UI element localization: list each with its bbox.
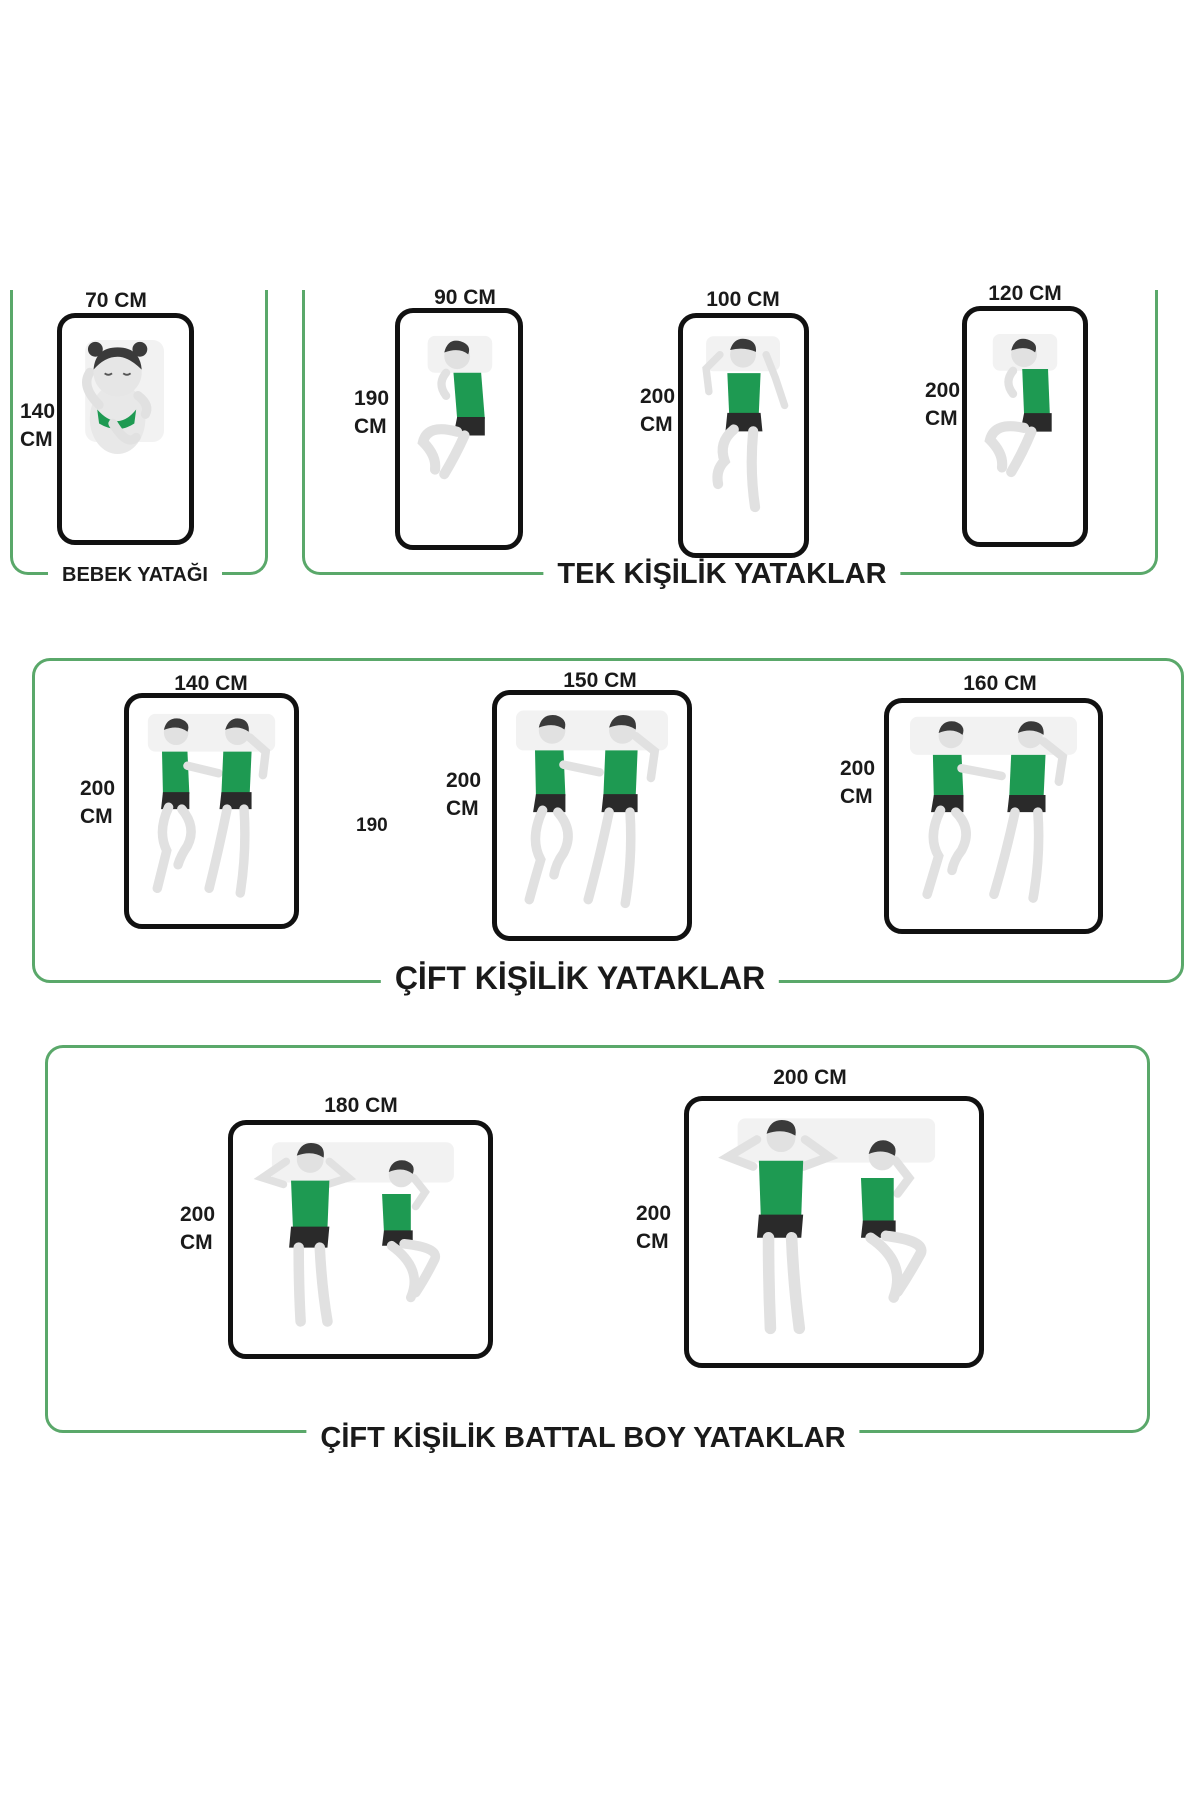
single-100-bed-width: 100 CM [706, 288, 780, 311]
single-120-bed [962, 306, 1088, 547]
single-90-bed-length: 190 CM [354, 387, 390, 439]
stray-190-label: 190 [356, 815, 388, 836]
king-180-bed-length: 200 CM [180, 1203, 216, 1255]
baby-bed-width: 70 CM [85, 289, 147, 312]
king-180-bed [228, 1120, 493, 1359]
double-160-sleepers-illustration [909, 716, 1078, 903]
single-90-bed-width: 90 CM [434, 286, 496, 309]
double-150-bed-width: 150 CM [563, 669, 637, 692]
baby-bed-group-title: BEBEK YATAĞI [48, 565, 222, 585]
single-120-bed-length: 200 CM [925, 379, 961, 431]
single-120-bed-width: 120 CM [988, 282, 1062, 305]
kingsize-bed-group-title: ÇİFT KİŞİLİK BATTAL BOY YATAKLAR [306, 1424, 860, 1453]
baby-bed-length: 140 CM [20, 400, 56, 452]
baby-bed [57, 313, 194, 545]
double-160-bed-length: 200 CM [840, 757, 876, 809]
single-100-sleeper-illustration [702, 336, 789, 513]
single-100-bed-length: 200 CM [640, 385, 676, 437]
double-150-bed-length: 200 CM [446, 769, 482, 821]
baby-figure-illustration [82, 340, 164, 455]
single-90-bed [395, 308, 523, 550]
king-200-bed [684, 1096, 984, 1368]
single-120-sleeper-illustration [984, 333, 1058, 478]
king-200-bed-length: 200 CM [636, 1202, 672, 1254]
double-140-bed [124, 693, 299, 929]
single-bed-group-title: TEK KİŞİLİK YATAKLAR [543, 560, 901, 589]
double-160-bed-width: 160 CM [963, 672, 1037, 695]
king-180-sleepers-illustration [253, 1142, 454, 1327]
double-140-bed-width: 140 CM [174, 672, 248, 695]
double-160-bed [884, 698, 1103, 934]
single-100-bed [678, 313, 809, 558]
king-200-bed-width: 200 CM [773, 1066, 847, 1089]
double-bed-group-title: ÇİFT KİŞİLİK YATAKLAR [380, 962, 780, 994]
king-200-sleepers-illustration [718, 1118, 936, 1335]
king-180-bed-width: 180 CM [324, 1094, 398, 1117]
single-90-sleeper-illustration [417, 335, 493, 480]
double-140-bed-length: 200 CM [80, 777, 116, 829]
double-150-sleepers-illustration [516, 710, 668, 909]
double-150-bed [492, 690, 692, 941]
double-140-sleepers-illustration [147, 713, 276, 898]
